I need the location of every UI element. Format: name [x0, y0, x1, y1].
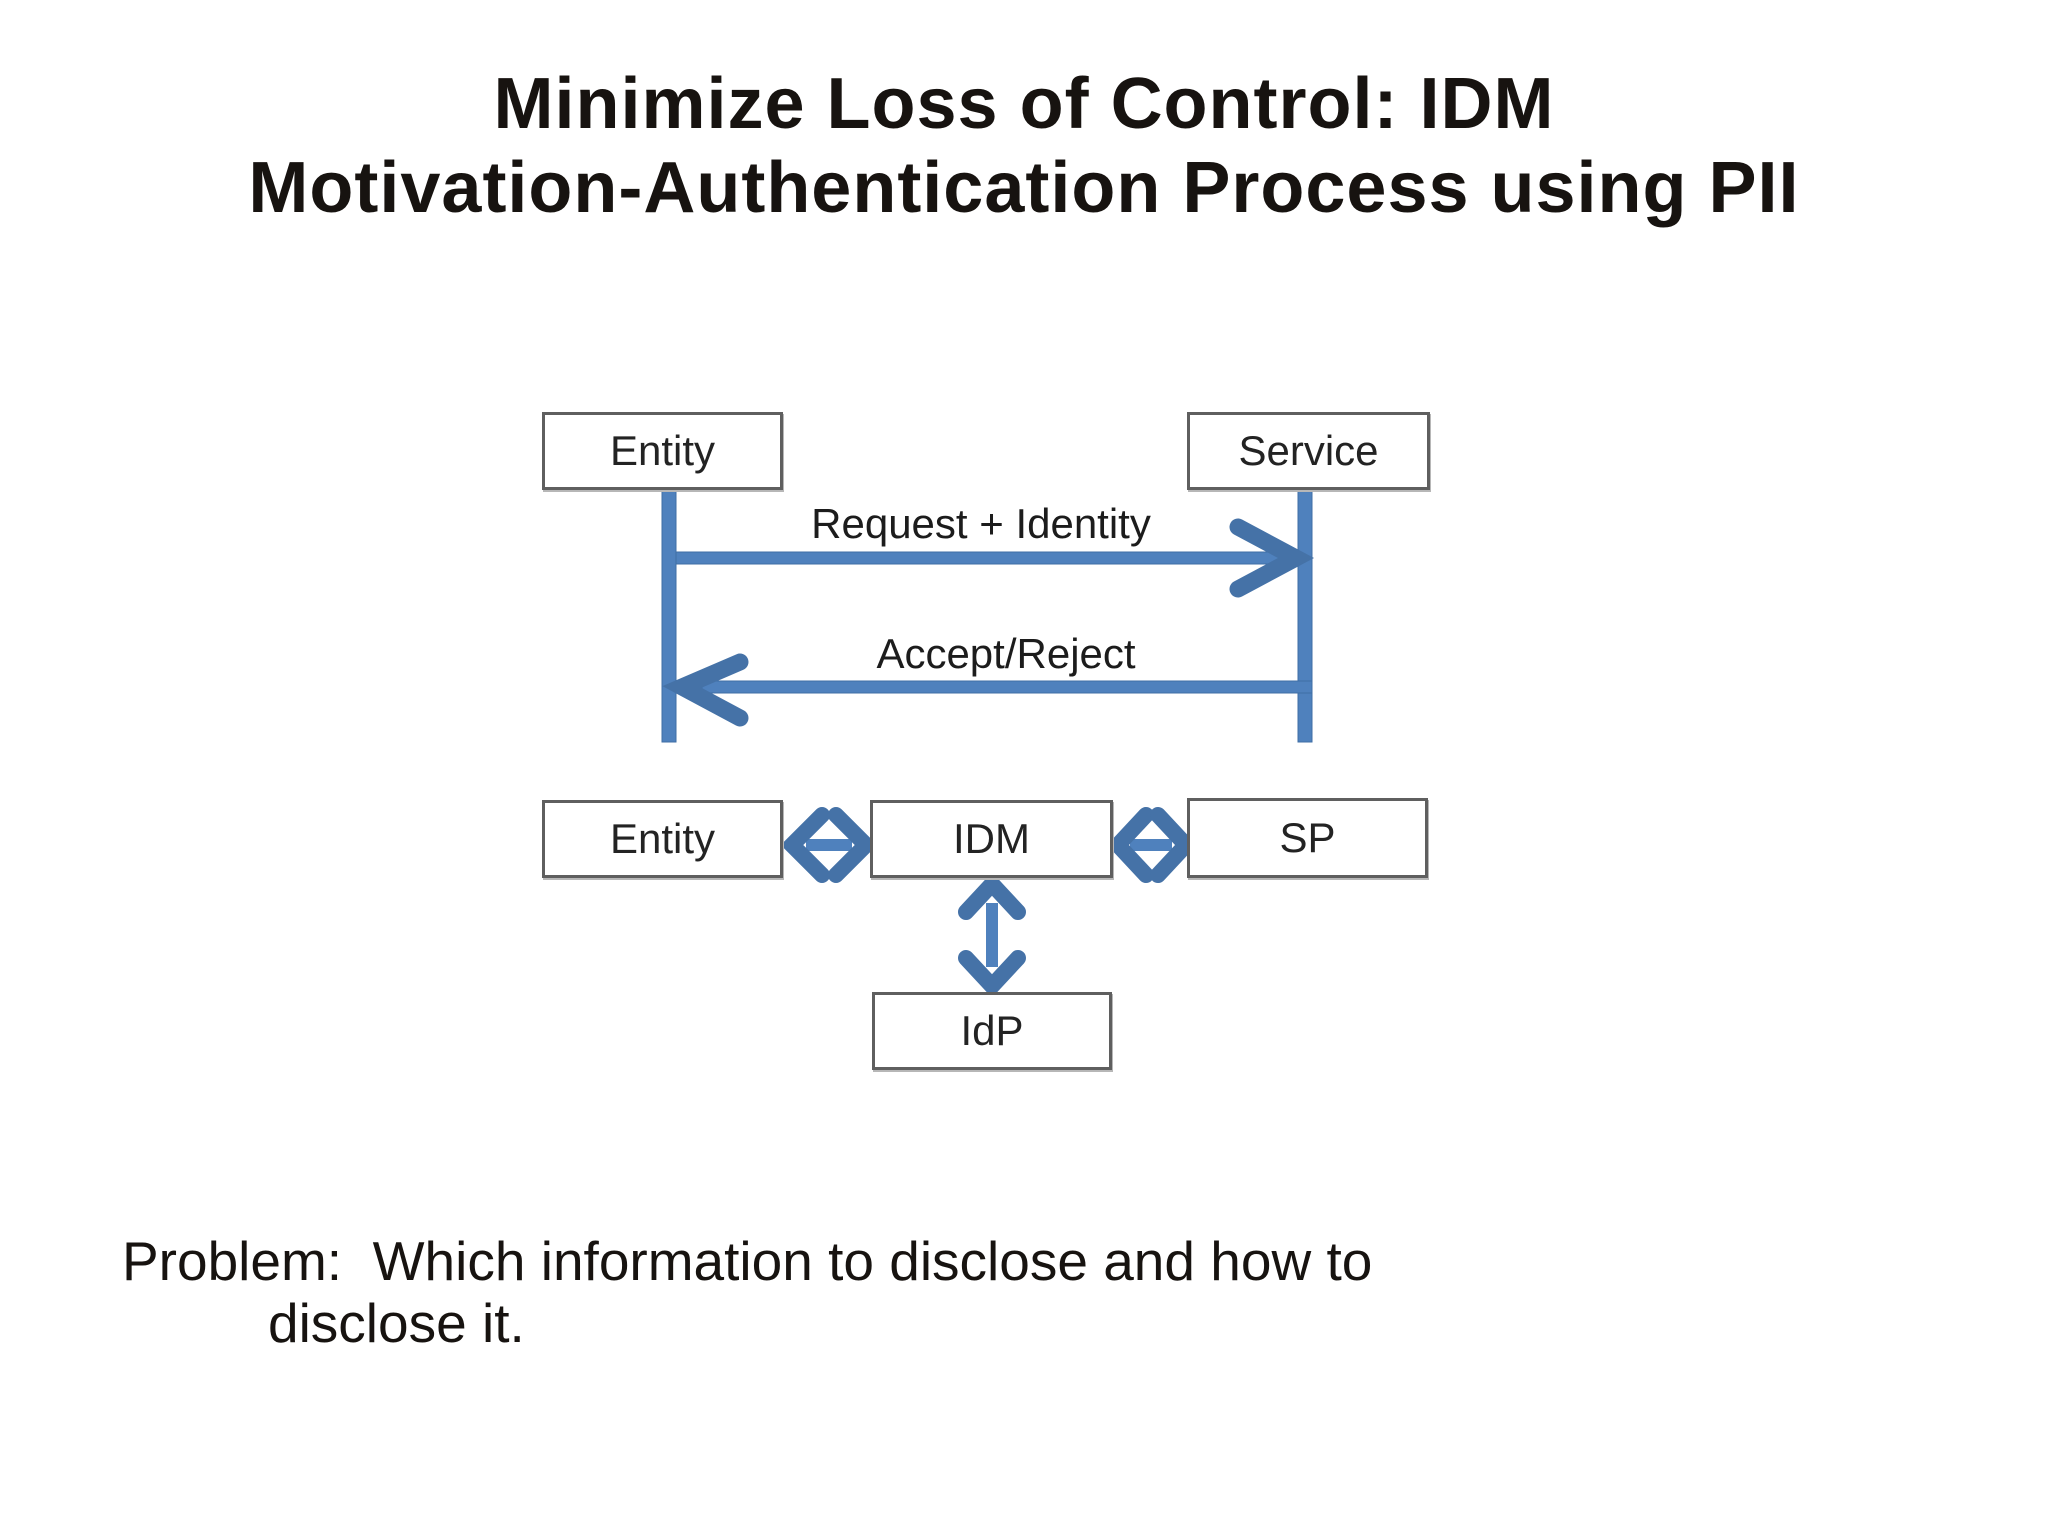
accept-reject-label: Accept/Reject	[876, 630, 1136, 677]
idm-box: IDM	[870, 800, 1113, 878]
entity-lifeline	[661, 487, 677, 743]
entity-actor-label: Entity	[609, 427, 716, 474]
entity-box-label: Entity	[609, 815, 716, 862]
idm-sp-double-arrow	[1107, 807, 1197, 883]
entity-box: Entity	[542, 800, 783, 878]
idm-idp-double-arrow	[958, 872, 1026, 998]
slide-title-line1: Minimize Loss of Control: IDM	[493, 64, 1555, 144]
idp-box-label: IdP	[960, 1007, 1024, 1054]
entity-actor-box: Entity	[542, 412, 783, 490]
service-actor-label: Service	[1238, 427, 1379, 474]
request-identity-label: Request + Identity	[811, 500, 1151, 547]
slide-title-line2: Motivation-Authentication Process using …	[248, 148, 1800, 228]
request-identity-arrow	[675, 518, 1315, 598]
service-actor-box: Service	[1187, 412, 1430, 490]
entity-idm-double-arrow	[780, 807, 878, 883]
slide-title: Minimize Loss of Control: IDM Motivation…	[0, 62, 2048, 230]
service-lifeline	[1297, 487, 1313, 743]
sp-box-label: SP	[1279, 814, 1336, 861]
idm-box-label: IDM	[953, 815, 1030, 862]
problem-statement-line2: disclose it.	[268, 1292, 525, 1354]
accept-reject-arrow	[662, 653, 1313, 727]
idp-box: IdP	[872, 992, 1112, 1070]
sp-box: SP	[1187, 798, 1428, 878]
problem-statement-line1: Problem: Which information to disclose a…	[122, 1230, 1373, 1292]
